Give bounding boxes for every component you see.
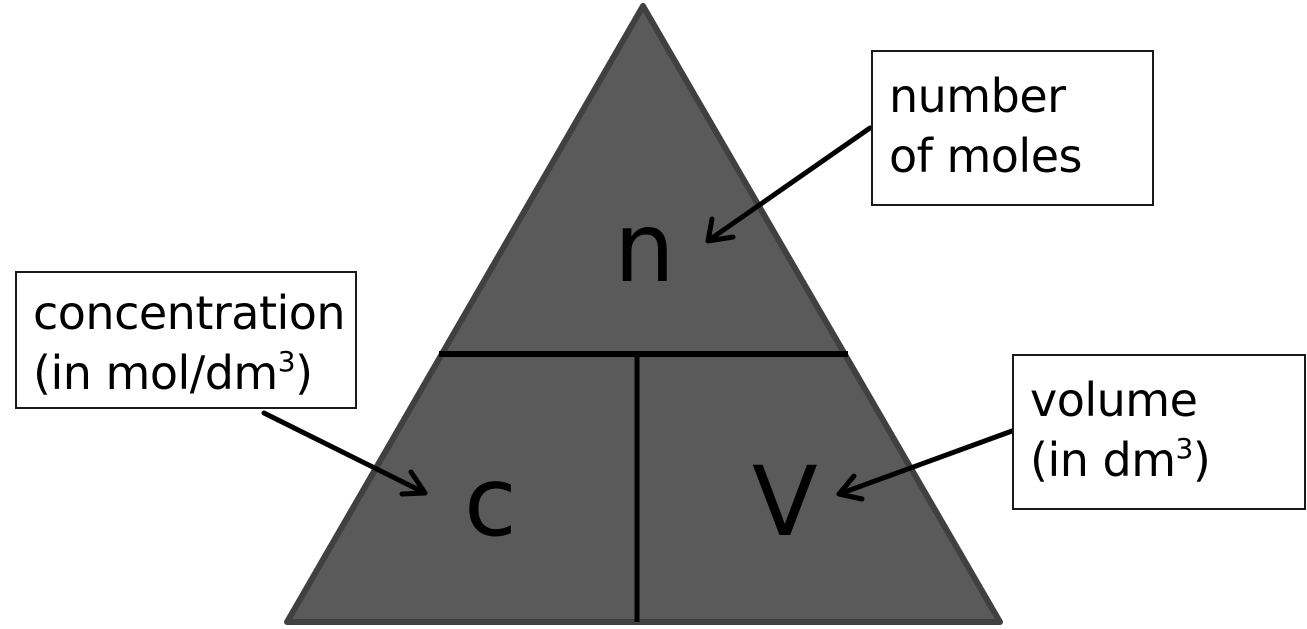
label-concentration: concentration (in mol/dm3) [15, 271, 357, 409]
label-line-1: concentration [33, 286, 346, 340]
unit-prefix: (in mol/dm [33, 346, 278, 400]
label-line-2: (in mol/dm3) [33, 343, 355, 403]
unit-suffix: ) [295, 346, 313, 400]
label-volume: volume (in dm3) [1012, 354, 1306, 510]
arrow-to-n [705, 125, 873, 244]
arrow-to-c [261, 410, 428, 497]
unit-suffix: ) [1192, 433, 1211, 487]
label-line-1: volume [1030, 373, 1198, 427]
variable-n: n [614, 192, 675, 304]
label-line-1: number [889, 69, 1066, 123]
label-number-of-moles: number of moles [871, 50, 1154, 206]
unit-superscript: 3 [1175, 432, 1194, 465]
variable-c: c [464, 446, 517, 558]
arrow-to-v [836, 428, 1015, 502]
unit-superscript: 3 [277, 345, 296, 378]
triangle [284, 3, 1003, 625]
unit-prefix: (in dm [1030, 433, 1176, 487]
label-line-2: of moles [889, 129, 1082, 183]
variable-v: V [752, 446, 818, 558]
label-line-2: (in dm3) [1030, 430, 1304, 490]
